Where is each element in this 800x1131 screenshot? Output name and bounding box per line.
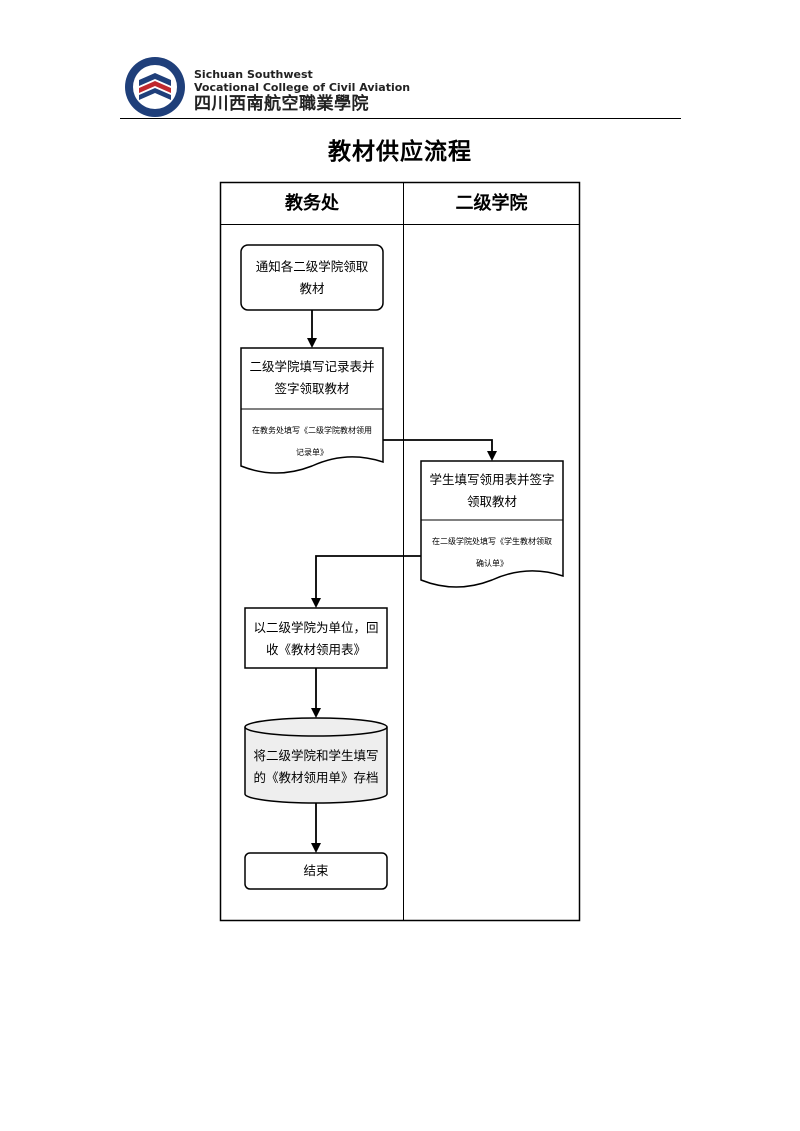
lane-header-secondary-college: 二级学院: [455, 193, 528, 214]
node-student-sign-note: 在二级学院处填写《学生教材领取 确认单》: [432, 537, 552, 568]
school-name: Sichuan Southwest Vocational College of …: [194, 68, 410, 114]
school-name-zh: 四川西南航空職業學院: [194, 94, 369, 114]
node-end-box: [244, 852, 388, 890]
node-archive-top: [244, 717, 388, 737]
swimlane-frame: [219, 181, 581, 922]
node-student-sign-box: [420, 460, 564, 588]
node-sign-record-note: 在教务处填写《二级学院教材领用 记录单》: [252, 426, 372, 457]
node-student-sign-label: 学生填写领用表并签字 领取教材: [429, 472, 555, 509]
school-name-en-line1: Sichuan Southwest: [194, 68, 313, 81]
college-seal-logo: [125, 57, 185, 117]
arrow-sign-to-student: [383, 439, 497, 461]
node-collect-box: [244, 607, 388, 669]
node-end-label: 结束: [303, 863, 329, 878]
node-archive-label: 将二级学院和学生填写 的《教材领用单》存档: [253, 748, 379, 785]
school-name-en-line2: Vocational College of Civil Aviation: [194, 81, 411, 94]
header-divider: [120, 118, 681, 119]
arrow-student-to-collect: [311, 555, 421, 608]
node-sign-record-label: 二级学院填写记录表并 签字领取教材: [249, 359, 375, 396]
node-notify-label: 通知各二级学院领取 教材: [255, 259, 369, 296]
lane-header-academic-affairs: 教务处: [285, 193, 339, 214]
page-header: Sichuan Southwest Vocational College of …: [120, 54, 680, 120]
page-title: 教材供应流程: [328, 139, 472, 165]
node-sign-record-box: [240, 347, 384, 474]
node-collect-label: 以二级学院为单位，回 收《教材领用表》: [253, 620, 379, 657]
